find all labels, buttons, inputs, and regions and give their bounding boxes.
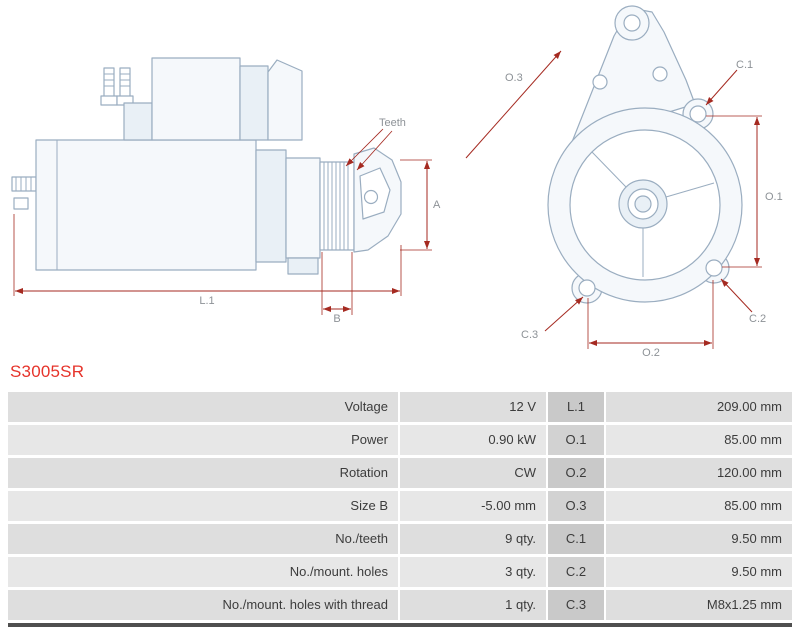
dimension-value: 9.50 mm [606,557,792,587]
dim-label-l1: L.1 [199,295,214,307]
dim-label-c2: C.2 [749,313,766,325]
dim-label-b: B [333,313,340,325]
side-view [11,57,402,275]
dimension-value: 209.00 mm [606,392,792,422]
dim-label-o2: O.2 [642,347,660,359]
spec-value: 3 qty. [400,557,546,587]
dimension-value: 85.00 mm [606,425,792,455]
spec-label: Power [8,425,398,455]
dimension-value: 9.50 mm [606,524,792,554]
spec-label: No./mount. holes with thread [8,590,398,620]
dimension-code: C.2 [548,557,604,587]
dimension-value: 120.00 mm [606,458,792,488]
spec-label: Rotation [8,458,398,488]
spec-value: 1 qty. [400,590,546,620]
dim-label-teeth: Teeth [379,117,406,129]
dim-label-c1: C.1 [736,59,753,71]
spec-value: 9 qty. [400,524,546,554]
side-view-dimensions [13,128,432,315]
spec-label: No./mount. holes [8,557,398,587]
spec-value: 12 V [400,392,546,422]
spec-value: CW [400,458,546,488]
dimension-labels: Teeth A L.1 B O.3 C.1 O.1 C.2 C.3 O.2 [199,59,782,359]
dimension-code: O.1 [548,425,604,455]
technical-drawing: Teeth A L.1 B O.3 C.1 O.1 C.2 C.3 O.2 [11,5,783,359]
dim-label-o1: O.1 [765,191,783,203]
front-view [547,5,743,304]
dimension-code: C.1 [548,524,604,554]
dimension-value: 85.00 mm [606,491,792,521]
dim-label-a: A [433,199,441,211]
dim-label-o3: O.3 [505,72,523,84]
spec-label: Size B [8,491,398,521]
spec-value: 0.90 kW [400,425,546,455]
dimension-code: O.2 [548,458,604,488]
front-view-dimensions [465,50,762,349]
spec-label: No./teeth [8,524,398,554]
spec-value: -5.00 mm [400,491,546,521]
dimension-value: M8x1.25 mm [606,590,792,620]
dimension-code: C.3 [548,590,604,620]
part-number: S3005SR [10,362,85,381]
dimension-code: L.1 [548,392,604,422]
dim-label-c3: C.3 [521,329,538,341]
dimension-code: O.3 [548,491,604,521]
starter-motor-diagram: Teeth A L.1 B O.3 C.1 O.1 C.2 C.3 O.2 [11,5,783,359]
spec-label: Voltage [8,392,398,422]
table-next-row-partial [8,623,792,627]
